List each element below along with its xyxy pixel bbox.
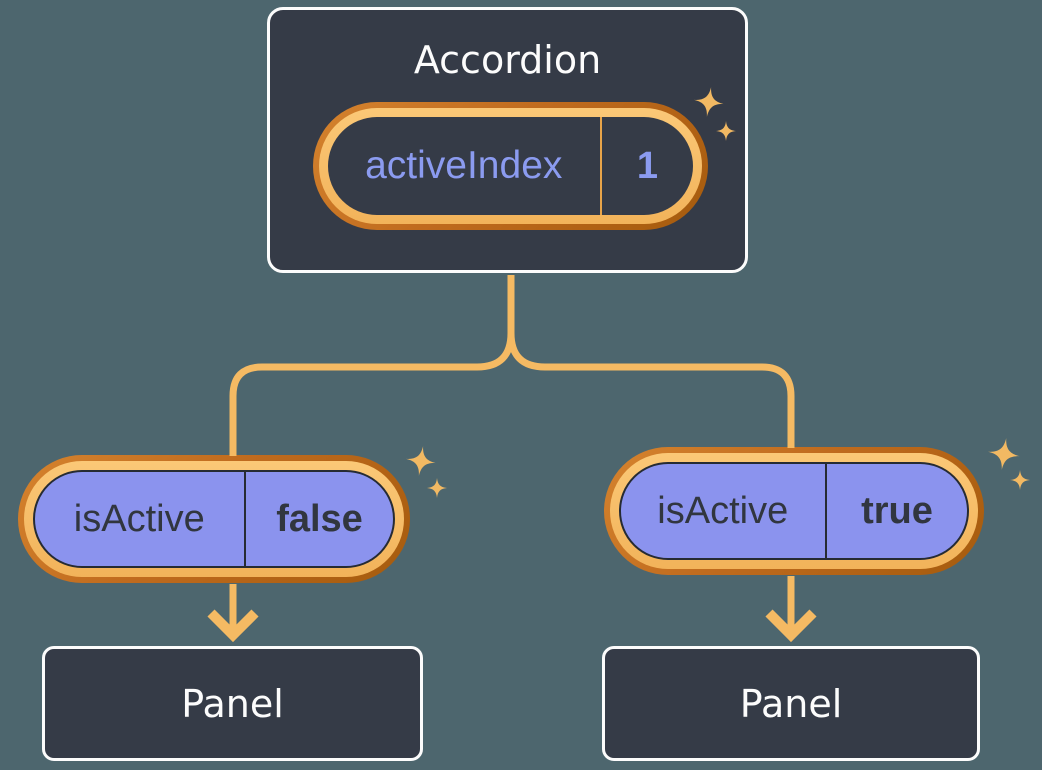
pill-divider xyxy=(599,117,602,215)
state-key-label: isActive xyxy=(73,497,205,540)
panel-label: Panel xyxy=(181,681,284,726)
state-key-label: isActive xyxy=(657,489,789,532)
state-pill-inner-ring: activeIndex 1 xyxy=(319,108,702,224)
sparkle-icon xyxy=(1010,470,1030,490)
state-value-label: true xyxy=(861,489,933,532)
accordion-title: Accordion xyxy=(413,38,602,82)
state-value-label: false xyxy=(276,497,363,540)
pill-divider xyxy=(243,472,246,566)
panel-box-left: Panel xyxy=(42,646,423,761)
connector-branch-right xyxy=(507,275,795,448)
active-index-state-pill: activeIndex 1 xyxy=(313,102,708,230)
pill-divider xyxy=(824,464,827,558)
sparkle-icon xyxy=(985,435,1023,473)
is-active-state-pill-left: isActive false xyxy=(18,455,410,583)
panel-label: Panel xyxy=(739,681,843,726)
state-pill-inner-ring: isActive false xyxy=(24,461,404,577)
connector-branch-left xyxy=(229,275,515,456)
state-value-label: 1 xyxy=(636,144,659,187)
state-pill-inner-ring: isActive true xyxy=(610,453,978,569)
arrow-head-left xyxy=(207,609,259,643)
sparkle-icon xyxy=(427,478,447,498)
is-active-state-pill-right: isActive true xyxy=(604,447,984,575)
panel-box-right: Panel xyxy=(602,646,980,761)
arrow-head-right xyxy=(765,609,817,643)
state-key-label: activeIndex xyxy=(365,144,563,187)
sparkle-icon xyxy=(404,444,438,478)
